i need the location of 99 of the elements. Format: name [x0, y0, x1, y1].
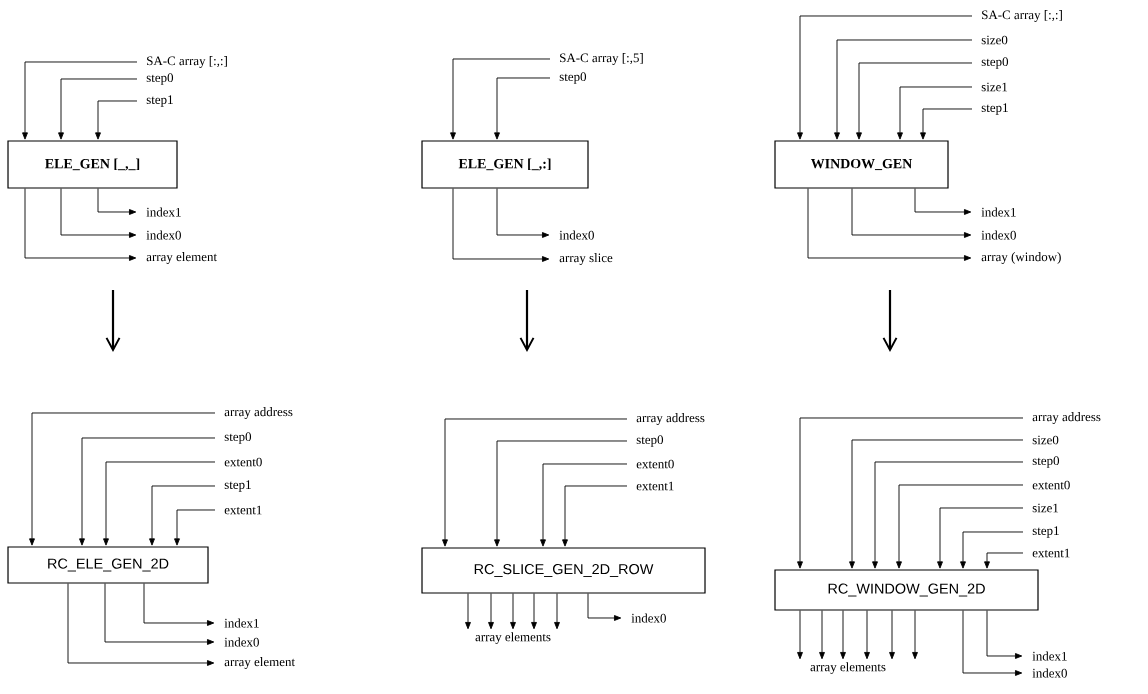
signal-label: extent1	[224, 505, 262, 515]
arrow	[488, 593, 494, 630]
arrow	[872, 461, 1024, 569]
arrow	[807, 188, 972, 261]
signal-label: array element	[146, 252, 217, 264]
arrow	[834, 39, 973, 140]
arrow	[540, 463, 628, 547]
arrow	[450, 58, 551, 140]
signal-label: index0	[631, 613, 666, 623]
arrow	[452, 188, 550, 262]
arrow	[819, 610, 825, 660]
function-box: RC_ELE_GEN_2D	[7, 546, 209, 584]
arrow	[104, 583, 215, 645]
arrow	[531, 593, 537, 630]
arrow	[897, 86, 973, 140]
signal-label: array element	[224, 657, 295, 669]
arrow	[797, 15, 973, 140]
signal-label: SA-C array [:,:]	[982, 10, 1062, 22]
signal-label: index1	[981, 207, 1016, 217]
arrow	[562, 485, 628, 547]
arrow	[914, 188, 972, 215]
arrow	[864, 610, 870, 660]
arrow	[149, 485, 216, 546]
arrow	[856, 62, 973, 140]
arrow	[851, 188, 972, 238]
arrow	[60, 188, 137, 238]
signal-label: size1	[1032, 503, 1059, 513]
arrow	[29, 412, 216, 546]
arrow	[494, 440, 628, 547]
arrow	[95, 100, 138, 140]
signal-label: index0	[224, 637, 259, 647]
signal-label: extent1	[1032, 548, 1070, 558]
function-box: ELE_GEN [_,:]	[421, 140, 589, 189]
signal-label: index1	[146, 207, 181, 217]
signal-label: step0	[981, 57, 1009, 69]
signal-label: step1	[146, 95, 173, 107]
function-box: WINDOW_GEN	[774, 140, 949, 189]
arrow	[143, 583, 215, 626]
signal-label: array address	[636, 413, 705, 425]
signal-label: index0	[1032, 668, 1067, 678]
arrow	[174, 509, 216, 546]
signal-label: step1	[224, 480, 251, 492]
signal-label: step0	[146, 73, 174, 85]
arrow	[67, 583, 215, 666]
signal-label: extent0	[224, 457, 262, 467]
arrow	[797, 610, 803, 660]
arrow	[465, 593, 471, 630]
signal-label: extent0	[1032, 480, 1070, 490]
arrow	[494, 77, 551, 140]
signal-label: array address	[1032, 412, 1101, 424]
signal-label: extent0	[636, 459, 674, 469]
signal-label: array (window)	[981, 252, 1061, 264]
signal-label: SA-C array [:,5]	[560, 53, 643, 65]
arrow	[79, 437, 216, 546]
arrow	[986, 610, 1023, 659]
arrow	[510, 593, 516, 630]
arrow	[97, 188, 137, 215]
arrow	[58, 78, 138, 140]
signal-label: step0	[1032, 456, 1060, 468]
arrow	[849, 439, 1024, 569]
signal-label: step0	[559, 72, 587, 84]
arrow	[920, 108, 973, 140]
arrow	[24, 188, 137, 261]
signal-label: step0	[636, 435, 664, 447]
signal-label: index0	[981, 230, 1016, 240]
signal-label: index1	[224, 618, 259, 628]
signal-label: size0	[981, 35, 1008, 45]
function-box: RC_SLICE_GEN_2D_ROW	[421, 547, 706, 594]
output-label: array elements	[475, 632, 551, 644]
arrow	[797, 417, 1024, 569]
signal-label: index0	[146, 230, 181, 240]
function-box: RC_WINDOW_GEN_2D	[774, 569, 1039, 611]
signal-label: size0	[1032, 435, 1059, 445]
output-label: array elements	[810, 662, 886, 674]
signal-label: step0	[224, 432, 252, 444]
function-box: ELE_GEN [_,_]	[7, 140, 178, 189]
arrow	[889, 610, 895, 660]
arrow	[962, 610, 1023, 676]
arrow	[442, 418, 628, 547]
arrow	[496, 188, 550, 238]
arrow	[912, 610, 918, 660]
signal-label: array address	[224, 407, 293, 419]
arrow	[896, 484, 1024, 569]
arrow	[937, 507, 1024, 569]
arrow	[960, 531, 1024, 569]
signal-label: extent1	[636, 481, 674, 491]
arrow	[587, 593, 622, 621]
signal-label: SA-C array [:,:]	[147, 56, 227, 68]
signal-label: step1	[1032, 526, 1059, 538]
signal-label: size1	[981, 82, 1008, 92]
signal-label: index0	[559, 230, 594, 240]
arrow	[554, 593, 560, 630]
arrow	[103, 461, 216, 546]
signal-label: step1	[981, 103, 1008, 115]
signal-label: array slice	[559, 253, 613, 265]
signal-label: index1	[1032, 651, 1067, 661]
arrow	[984, 552, 1024, 569]
arrow	[840, 610, 846, 660]
arrow	[22, 61, 138, 140]
